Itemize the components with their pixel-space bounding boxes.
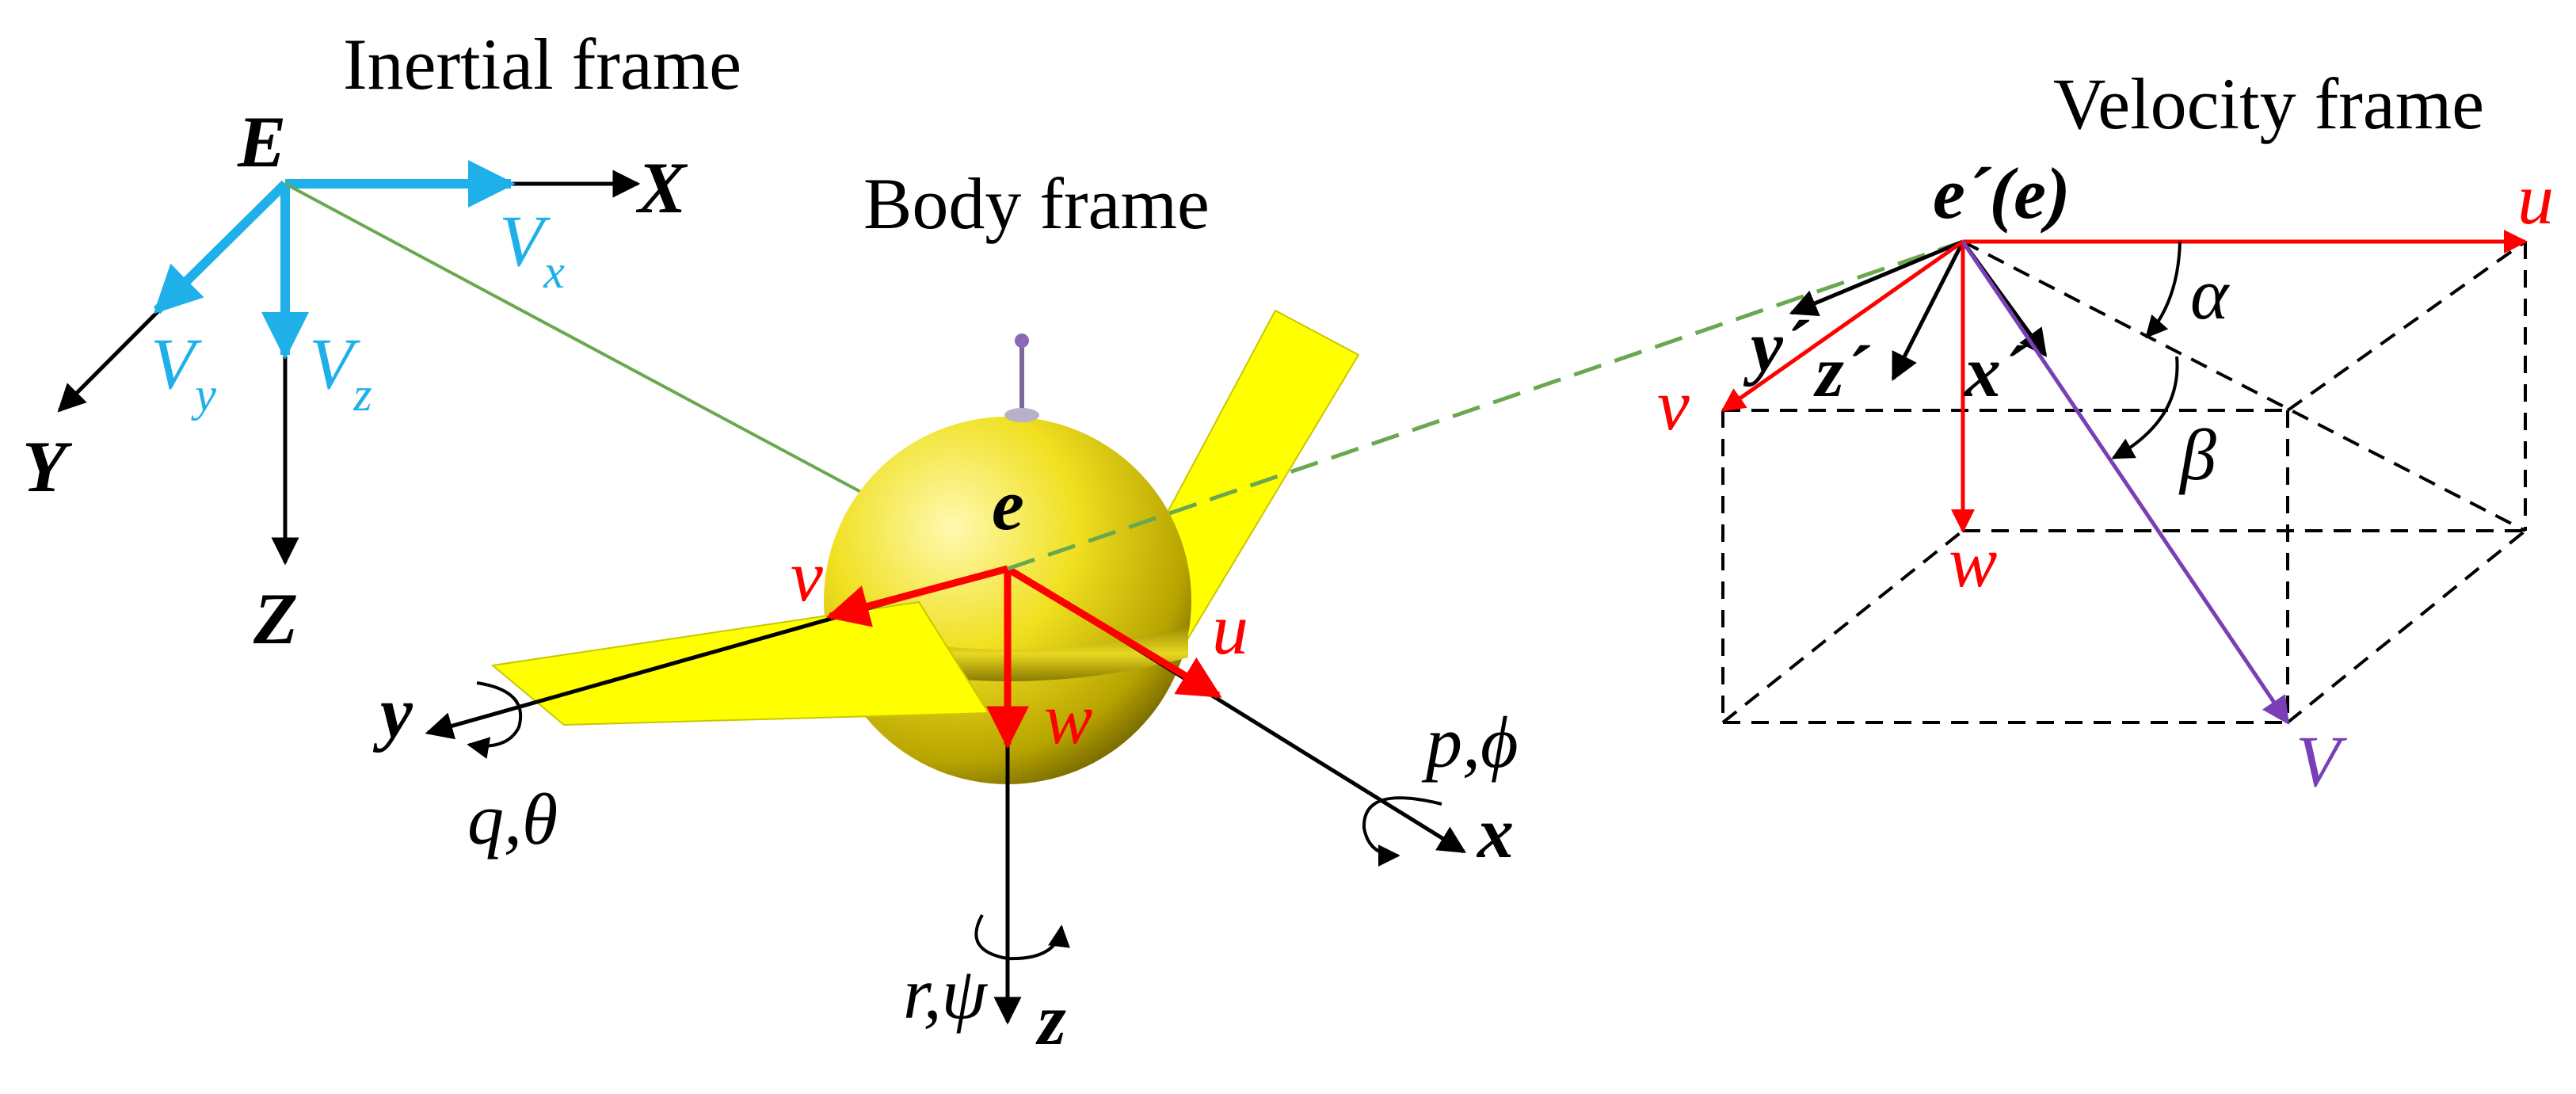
velocity-v-label: v bbox=[1657, 364, 1690, 445]
body-w-label: w bbox=[1044, 678, 1092, 759]
body-v-vector bbox=[825, 565, 1009, 627]
body-origin-label: e bbox=[992, 464, 1024, 545]
yaw-label: r,ψ bbox=[903, 953, 989, 1034]
vy-label: Vy bbox=[151, 323, 216, 421]
inertial-y-label: Y bbox=[22, 426, 73, 507]
velocity-origin-label: e´(e) bbox=[1933, 153, 2071, 234]
velocity-v-vector bbox=[1721, 239, 1964, 413]
body-v-label: v bbox=[791, 536, 823, 616]
inertial-x-label: X bbox=[635, 147, 688, 228]
velocity-z-prime-axis bbox=[1891, 240, 1965, 382]
vy-label-main: V bbox=[151, 323, 203, 404]
inertial-z-label: Z bbox=[253, 578, 298, 659]
velocity-box bbox=[1721, 240, 2527, 724]
yaw-rotation-arrow bbox=[974, 914, 1070, 961]
body-x-label: x bbox=[1476, 792, 1514, 873]
vehicle bbox=[490, 309, 1360, 784]
body-z-label: z bbox=[1035, 979, 1066, 1060]
pitch-rotation-arrow bbox=[467, 681, 523, 759]
velocity-component-vy bbox=[153, 180, 289, 314]
velocity-frame: Velocity frame e´(e) u v w bbox=[1657, 63, 2554, 802]
velocity-y-prime-label: y´ bbox=[1743, 306, 1810, 387]
inertial-frame: Inertial frame E X Y Z Vx Vy Vz bbox=[22, 24, 741, 659]
velocity-z-prime-label: z´ bbox=[1813, 331, 1871, 412]
left-wing bbox=[490, 600, 990, 726]
vx-label: Vx bbox=[499, 200, 565, 298]
alpha-arc bbox=[2145, 241, 2182, 339]
velocity-frame-title: Velocity frame bbox=[2053, 63, 2484, 144]
vz-label-main: V bbox=[309, 323, 361, 404]
velocity-y-prime-axis bbox=[1789, 239, 1964, 317]
inertial-origin-label: E bbox=[237, 101, 286, 182]
vz-label-sub: z bbox=[352, 368, 372, 421]
body-frame-title: Body frame bbox=[863, 163, 1210, 244]
vx-label-main: V bbox=[499, 200, 551, 281]
antenna-base bbox=[1004, 408, 1039, 422]
beta-arc bbox=[2111, 356, 2179, 459]
body-y-label: y bbox=[372, 672, 413, 753]
beta-label: β bbox=[2178, 414, 2216, 495]
alpha-label: α bbox=[2190, 253, 2230, 334]
body-u-vector bbox=[1005, 566, 1222, 699]
velocity-v-total-label: V bbox=[2296, 721, 2348, 802]
total-velocity-vector bbox=[1961, 240, 2290, 725]
velocity-x-prime-label: x´ bbox=[1963, 331, 2028, 412]
body-u-label: u bbox=[1212, 589, 1248, 669]
roll-label: p,ϕ bbox=[1421, 702, 1519, 783]
velocity-u-label: u bbox=[2517, 158, 2554, 239]
vy-label-sub: y bbox=[190, 368, 216, 421]
vx-label-sub: x bbox=[543, 246, 565, 298]
roll-rotation-arrow bbox=[1362, 796, 1442, 867]
vz-label: Vz bbox=[309, 323, 372, 421]
antenna-tip bbox=[1015, 334, 1029, 348]
inertial-frame-title: Inertial frame bbox=[343, 24, 741, 105]
velocity-w-label: w bbox=[1949, 521, 1997, 602]
pitch-label: q,θ bbox=[467, 779, 558, 860]
